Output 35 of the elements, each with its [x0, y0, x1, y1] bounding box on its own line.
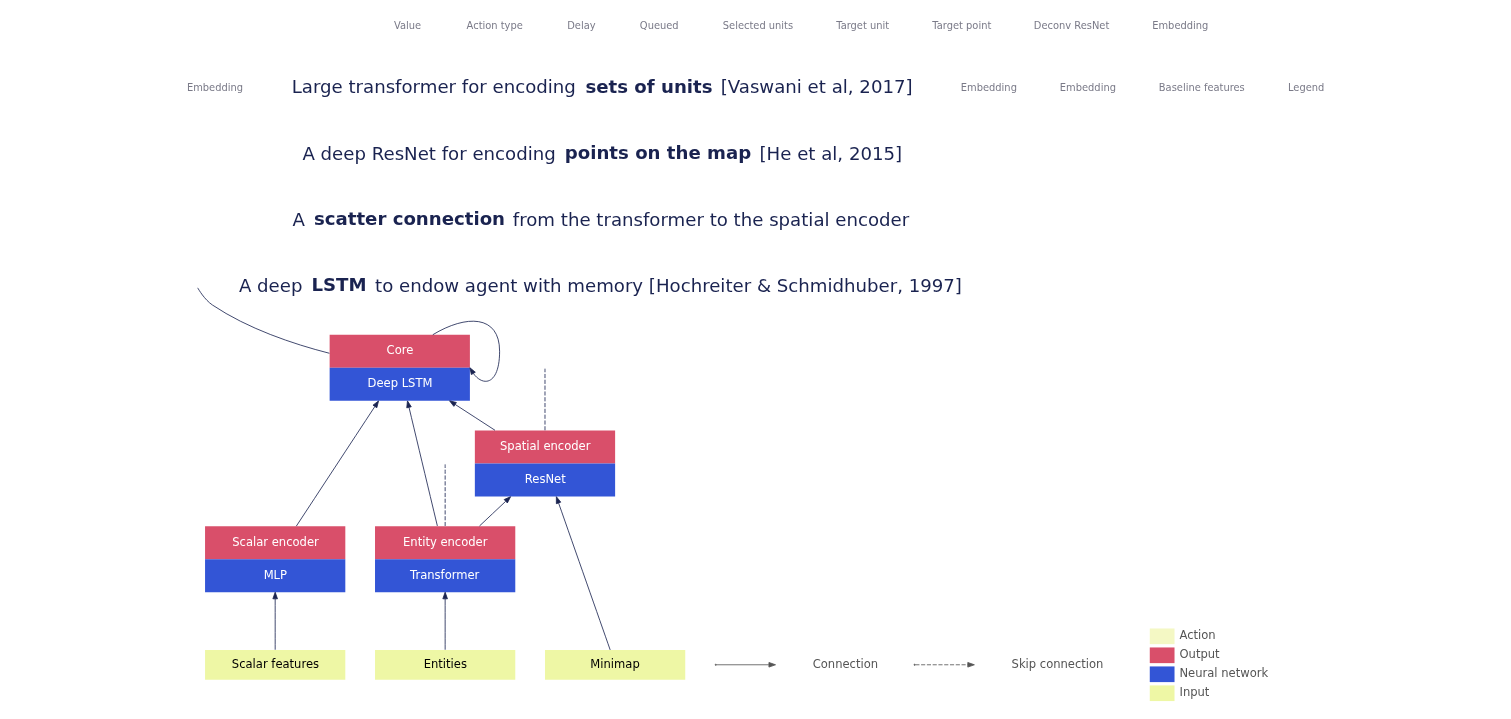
label: A deep LSTM to endow agent with memory [Hochreiter & Schmidhuber, 1997]: [238, 273, 962, 296]
arrow: [441, 591, 448, 651]
label: Embedding: [1059, 82, 1116, 94]
arrow: [555, 496, 611, 651]
arrow: [405, 400, 438, 527]
legend-label: Skip connection: [1011, 656, 1103, 671]
label: A scatter connection from the transformer to the spatial encoder: [292, 207, 909, 230]
label: Selected units: [722, 19, 793, 31]
legend-label: Input: [1178, 685, 1209, 700]
label: Large transformer for encoding sets of units [Vaswani et al, 2017]: [291, 75, 913, 98]
node-box: Minimap: [544, 649, 685, 680]
label: Embedding: [960, 82, 1017, 94]
node-box: Entities: [374, 649, 515, 680]
arrow: [295, 400, 379, 527]
node-box: Scalar features: [204, 649, 345, 680]
label: Target point: [931, 19, 991, 31]
arrow: [478, 496, 511, 527]
legend-label: Action: [1178, 628, 1216, 643]
arrow: [448, 400, 495, 431]
label: Deconv ResNet: [1033, 19, 1109, 31]
label: Target unit: [835, 19, 889, 31]
arrow: [271, 591, 278, 651]
label: Embedding: [186, 82, 243, 94]
label: Baseline features: [1158, 82, 1245, 94]
label: Action type: [466, 19, 523, 31]
connector: [196, 287, 330, 354]
label: A deep ResNet for encoding points on the map [He et al, 2015]: [301, 141, 902, 164]
label: Delay: [566, 19, 596, 31]
label: Value: [393, 19, 421, 31]
label: Legend: [1287, 82, 1324, 94]
legend-label: Connection: [812, 656, 878, 671]
label: Embedding: [1151, 19, 1208, 31]
legend-label: Neural network: [1178, 666, 1268, 681]
legend-label: Output: [1178, 647, 1220, 662]
label: Queued: [639, 19, 679, 31]
